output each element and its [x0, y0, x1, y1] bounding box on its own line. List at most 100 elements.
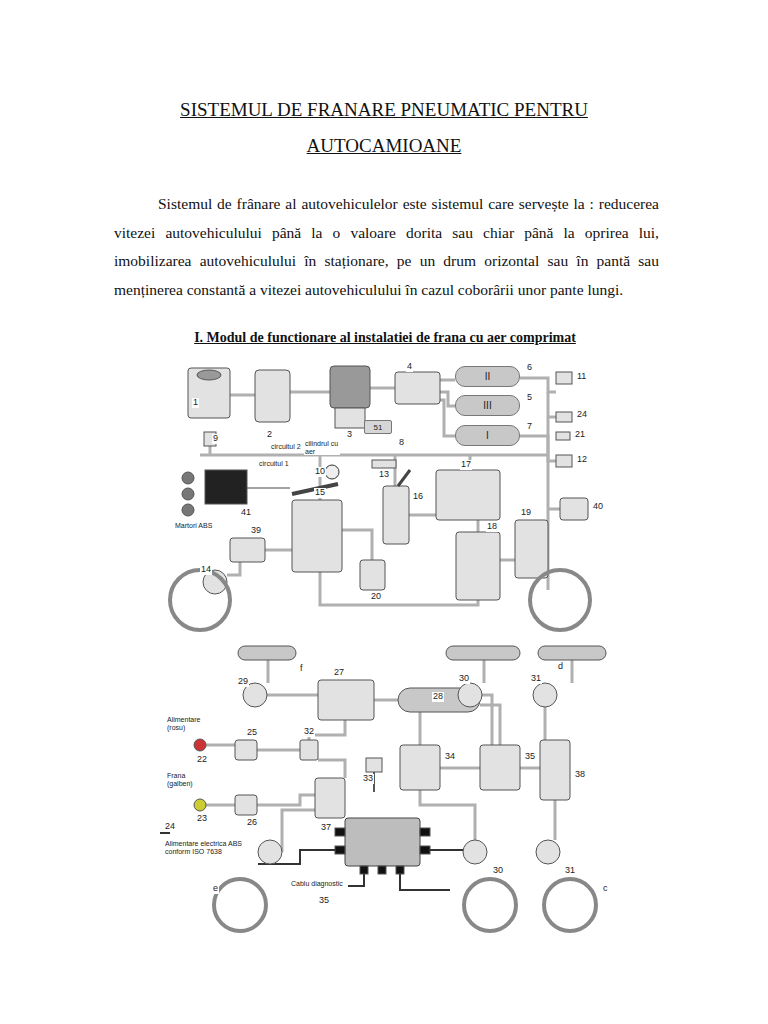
pipe: [409, 514, 436, 517]
section-heading: I. Modul de functionare al instalatiei d…: [100, 330, 670, 345]
note-text: cilindrul cu aer: [304, 440, 340, 455]
pipe: [420, 790, 475, 840]
pipe: [554, 800, 557, 840]
pipe: [483, 660, 486, 683]
callout-number: 20: [370, 592, 382, 602]
air-tank: II: [455, 366, 520, 387]
note-text: Alimentare (rosu): [166, 716, 213, 731]
abs-ecu: [205, 470, 247, 504]
gauge-box: 51: [364, 420, 392, 434]
relay-valve: [456, 532, 500, 600]
pipe: [257, 795, 315, 805]
pipe: [544, 707, 547, 740]
ecu-connector: [420, 846, 430, 854]
callout-number: 6: [526, 363, 533, 373]
wheel: [544, 879, 596, 931]
brake-chamber: [458, 683, 482, 707]
quick-release-valve: [360, 560, 385, 590]
note-text: Martori ABS: [174, 522, 213, 530]
abs-modulator: [560, 498, 588, 520]
relay-valve: [480, 745, 520, 790]
node-text: I: [486, 430, 489, 441]
pressure-gauge: [325, 465, 339, 479]
pipe: [500, 559, 515, 562]
pipe: [290, 391, 330, 394]
vehicle-band: [238, 646, 296, 660]
pipe: [440, 379, 455, 382]
truck-components: [170, 366, 590, 630]
callout-number: f: [299, 664, 304, 674]
callout-number: 19: [520, 508, 532, 518]
callout-number: 30: [458, 674, 470, 684]
truck-air-pipes: [200, 378, 560, 605]
callout-number: 11: [576, 372, 587, 382]
air-tank: III: [455, 395, 520, 416]
callout-number: 27: [333, 668, 345, 678]
hand-brake-valve: [383, 486, 409, 544]
pipe: [227, 562, 240, 575]
warning-lamp: [182, 472, 194, 484]
pipe: [206, 744, 235, 747]
callout-number: 22: [196, 755, 208, 765]
pipe: [482, 695, 492, 745]
callout-number: 37: [320, 823, 332, 833]
trailer-components: [160, 646, 606, 931]
callout-number: 9: [212, 434, 219, 444]
abs-modulator: [230, 538, 265, 562]
pipe: [267, 694, 318, 697]
callout-number: 31: [564, 866, 576, 876]
pipe: [257, 749, 300, 752]
brake-chamber: [533, 683, 557, 707]
callout-number: e: [212, 884, 219, 894]
pipe: [477, 520, 480, 532]
callout-number: 2: [266, 430, 273, 440]
trailer-brake-valve: [318, 680, 374, 720]
ecu-connector: [420, 828, 430, 836]
callout-number: 39: [250, 526, 262, 536]
hand-brake-lever: [398, 470, 410, 486]
air-dryer-base: [335, 408, 365, 428]
trailer-control-valve: [436, 470, 500, 520]
callout-number: 16: [412, 492, 424, 502]
pipe: [419, 712, 422, 745]
coupling-head: [556, 455, 572, 467]
callout-number: 5: [526, 393, 533, 403]
pipe: [440, 400, 455, 436]
pipe: [480, 705, 500, 745]
wheel: [170, 570, 230, 630]
note-text: Frana (galben): [166, 772, 213, 787]
air-tank: I: [455, 425, 520, 446]
pipe: [520, 436, 556, 461]
air-dryer-cartridge: [330, 366, 370, 408]
vehicle-band: [446, 646, 520, 660]
diagnostic-cable: [348, 874, 364, 886]
pipe: [206, 804, 235, 807]
callout-number: 13: [378, 470, 390, 480]
callout-number: 18: [486, 522, 498, 532]
callout-number: d: [557, 662, 564, 672]
pipe: [440, 767, 480, 770]
electric-socket: [556, 412, 572, 422]
pipe: [548, 416, 556, 419]
relay-valve: [400, 745, 440, 790]
line-filter: [235, 795, 257, 815]
callout-number: 1: [192, 398, 199, 408]
callout-number: 24: [576, 410, 588, 420]
vehicle-band: [538, 646, 606, 660]
wheel: [530, 570, 590, 630]
test-connector: [556, 432, 570, 440]
pipe: [209, 446, 212, 455]
release-valve: [300, 740, 318, 760]
coupling-head: [194, 799, 206, 811]
callout-number: 10: [314, 467, 326, 477]
callout-number: 31: [530, 674, 542, 684]
ecu-connector: [360, 866, 368, 874]
callout-number: 21: [574, 430, 586, 440]
line-filter: [235, 740, 257, 760]
compressor: [188, 368, 230, 418]
pressure-governor: [255, 370, 290, 422]
callout-number: 8: [398, 438, 405, 448]
callout-number: 29: [237, 677, 249, 687]
pipe: [200, 454, 548, 457]
